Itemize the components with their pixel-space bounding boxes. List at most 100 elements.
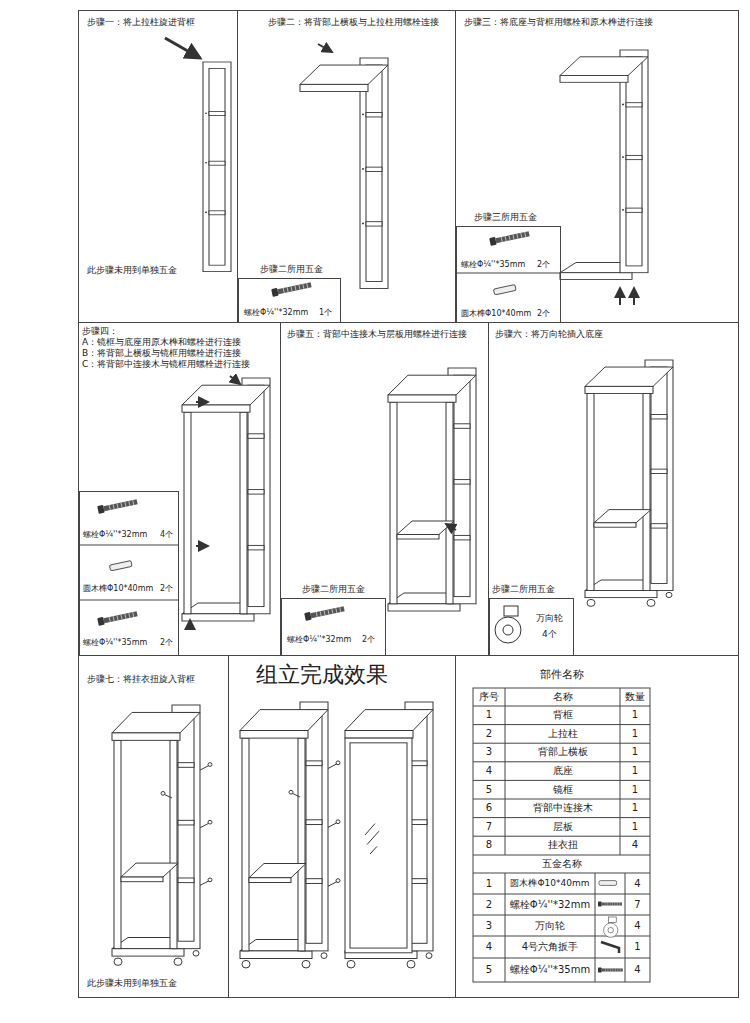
table-cell: 1: [621, 800, 649, 817]
table-cell: 7: [474, 819, 504, 836]
table-cell: 4号六角扳手: [506, 937, 594, 957]
step-text: 步骤三：将底座与背框用螺栓和原木榫进行连接: [464, 17, 653, 28]
hardware-box: 步骤三所用五金螺栓Φ¼''*35mm2个圆木榫Φ10*40mm2个: [456, 226, 561, 323]
hardware-text: 4个: [160, 530, 173, 540]
table-text: 8: [486, 839, 492, 851]
hardware-text: 2个: [537, 260, 550, 270]
table-text: 2: [486, 899, 492, 911]
table-cell: 4: [474, 937, 504, 957]
table-text: 1: [632, 728, 638, 740]
table-text: 上拉柱: [548, 728, 578, 740]
parts-table-grid: [473, 688, 650, 982]
table-cell: 背部中连接木: [506, 800, 619, 817]
table-cell: 背框: [506, 707, 619, 724]
table-cell: 1: [621, 744, 649, 761]
hardware-text: 螺栓Φ¼''*32mm: [287, 635, 351, 645]
step-text: B：将背部上横板与镜框用螺栓进行连接: [82, 348, 241, 359]
table-cell: 4: [626, 959, 649, 981]
table-text: 4: [634, 964, 640, 976]
hardware-text: 1个: [319, 308, 332, 318]
table-cell: 层板: [506, 819, 619, 836]
step4-figure: [182, 376, 270, 630]
table-cell: 3: [474, 744, 504, 761]
table-text: 圆木榫Φ10*40mm: [510, 878, 589, 889]
table-text: 1: [486, 878, 492, 890]
hardware-text: 螺栓Φ¼''*32mm: [83, 530, 147, 540]
table-cell: 2: [474, 895, 504, 914]
hardware-text: 2个: [160, 584, 173, 594]
step-text: 步骤七：将挂衣扭旋入背框: [87, 674, 195, 685]
step-text: A：镜框与底座用原木榫和螺栓进行连接: [82, 337, 241, 348]
table-cell: 1: [621, 707, 649, 724]
table-text: 1: [486, 709, 492, 721]
hardware-text: 螺栓Φ¼''*32mm: [244, 308, 308, 318]
table-cell: 1: [621, 781, 649, 798]
hardware-text: 2个: [362, 635, 375, 645]
table-text: 1: [632, 709, 638, 721]
table-text: 1: [632, 821, 638, 833]
table-text: 万向轮: [535, 920, 565, 932]
table-text: 4: [486, 941, 492, 953]
hardware-box: 步骤二所用五金螺栓Φ¼''*32mm2个: [281, 598, 386, 656]
table-text: 4: [634, 878, 640, 890]
table-cell: 五金名称: [474, 856, 649, 872]
table-cell: 5: [474, 959, 504, 981]
table-text: 数量: [625, 691, 645, 703]
hardware-box: 螺栓Φ¼''*32mm4个圆木榫Φ10*40mm2个螺栓Φ¼''*35mm2个: [79, 491, 179, 656]
table-cell: 1: [621, 763, 649, 780]
table-cell: 背部上横板: [506, 744, 619, 761]
hardware-text: 万向轮: [536, 613, 563, 624]
hardware-text: 螺栓Φ¼''*35mm: [83, 638, 147, 648]
table-text: 底座: [553, 765, 573, 777]
step-panel: 步骤五：背部中连接木与层板用螺栓进行连接步骤二所用五金螺栓Φ¼''*32mm2个: [280, 322, 489, 656]
table-text: 背框: [553, 709, 573, 721]
step-text: 步骤六：将万向轮插入底座: [495, 329, 603, 340]
table-text: 背部中连接木: [533, 802, 593, 814]
table-cell: 上拉柱: [506, 726, 619, 743]
table-cell: 3: [474, 916, 504, 935]
table-text: 7: [486, 821, 492, 833]
table-cell: 圆木榫Φ10*40mm: [506, 874, 594, 893]
table-text: 层板: [553, 821, 573, 833]
table-text: 序号: [479, 691, 499, 703]
table-text: 1: [632, 746, 638, 758]
table-text: 6: [486, 802, 492, 814]
hardware-text: 圆木榫Φ10*40mm: [461, 309, 531, 319]
table-text: 螺栓Φ¼''*35mm: [510, 964, 590, 976]
hardware-text: 圆木榫Φ10*40mm: [83, 584, 153, 594]
step-panel: 步骤六：将万向轮插入底座步骤二所用五金万向轮4个: [488, 322, 739, 656]
table-text: 螺栓Φ¼''*32mm: [510, 899, 590, 911]
table-text: 7: [634, 899, 640, 911]
step-text: 此步骤未用到单独五金: [87, 978, 177, 989]
table-text: 3: [486, 746, 492, 758]
hardware-box: 步骤二所用五金万向轮4个: [489, 598, 574, 656]
step1-figure: [165, 38, 231, 272]
step-text: 组立完成效果: [256, 662, 388, 688]
table-text: 名称: [553, 691, 573, 703]
box-heading: 步骤二所用五金: [260, 264, 323, 275]
table-text: 4: [632, 839, 638, 851]
table-cell: 4: [621, 837, 649, 854]
table-cell: 4: [474, 763, 504, 780]
table-cell: 1: [626, 937, 649, 957]
step6-figure: [585, 360, 673, 606]
hardware-text: 2个: [160, 638, 173, 648]
hardware-text: 螺栓Φ¼''*35mm: [461, 260, 525, 270]
table-text: 挂衣扭: [548, 839, 578, 851]
table-cell: 序号: [474, 689, 504, 705]
table-cell: 镜框: [506, 781, 619, 798]
hardware-text: 4个: [542, 629, 557, 640]
table-cell: 1: [621, 819, 649, 836]
table-cell: 5: [474, 781, 504, 798]
table-cell: 万向轮: [506, 916, 594, 935]
table-text: 镜框: [553, 784, 573, 796]
table-text: 4号六角扳手: [522, 941, 578, 953]
table-cell: 1: [621, 726, 649, 743]
table-text: 3: [486, 920, 492, 932]
step-text: 步骤四：: [82, 326, 118, 337]
step3-figure: [560, 50, 648, 305]
step-panel: 步骤二：将背部上横板与上拉柱用螺栓连接步骤二所用五金螺栓Φ¼''*32mm1个: [237, 10, 456, 323]
step-text: 步骤一：将上拉柱旋进背框: [87, 17, 195, 28]
table-cell: 数量: [621, 689, 649, 705]
